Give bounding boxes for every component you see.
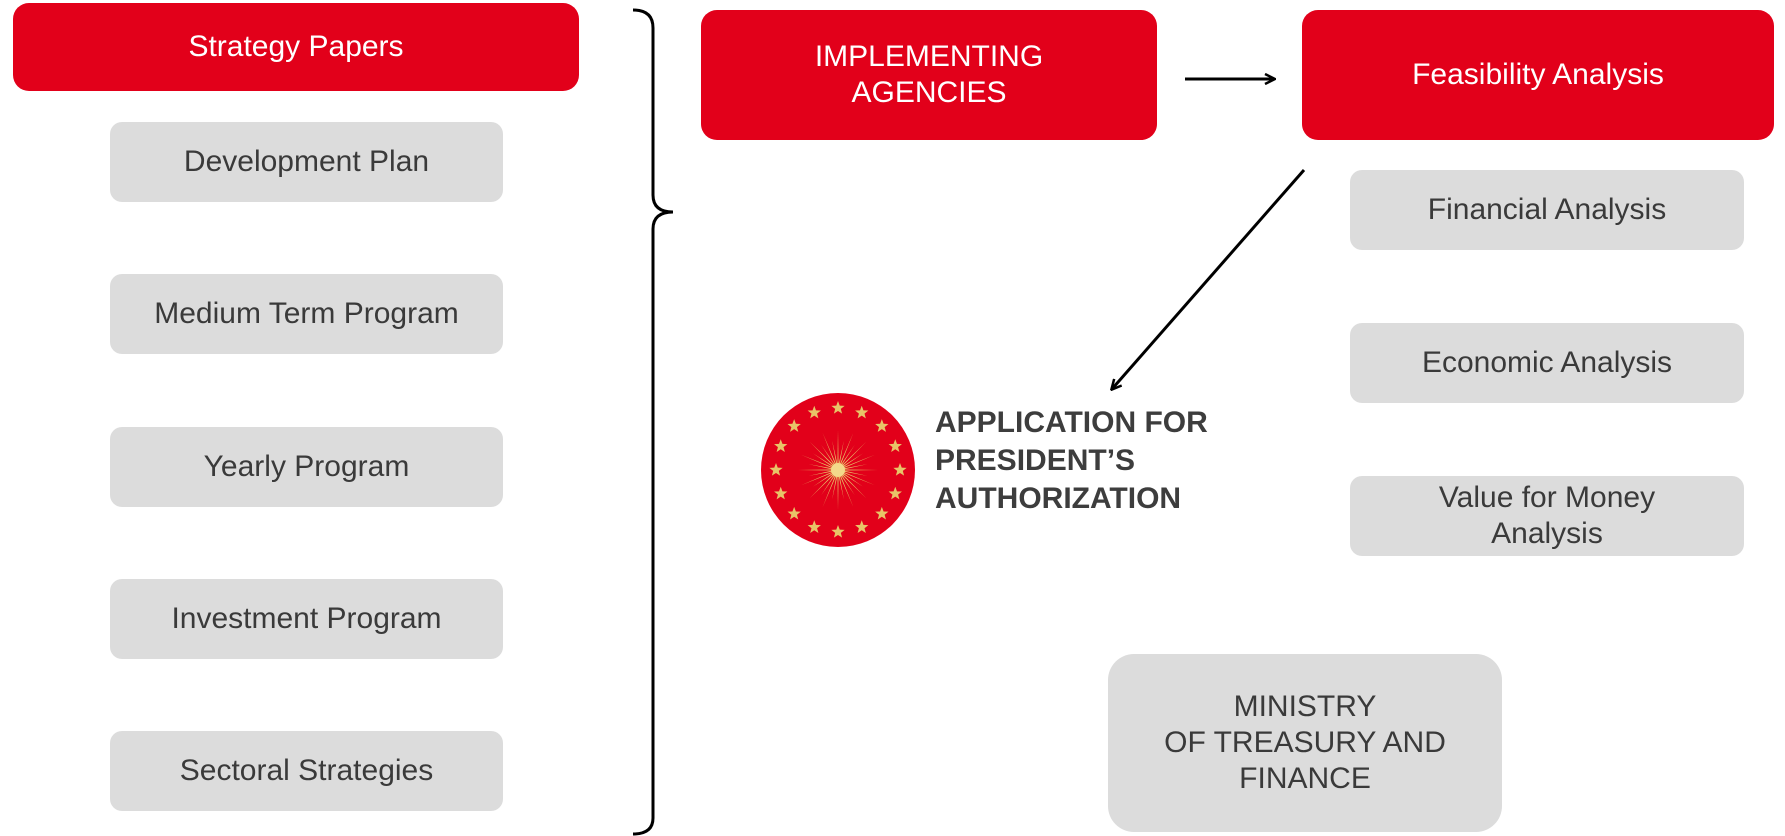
sunburst-ray <box>801 454 833 469</box>
sunburst-ray <box>813 472 834 487</box>
seal-star <box>888 439 902 452</box>
seal-star <box>888 486 902 500</box>
seal-star <box>787 506 801 520</box>
sunburst-ray <box>838 440 844 465</box>
seal-star <box>769 463 783 476</box>
sunburst-ray <box>798 469 833 471</box>
seal-star <box>855 405 869 419</box>
seal-star <box>807 520 821 533</box>
sunburst-ray <box>842 472 863 487</box>
sectoral-strategies-box: Sectoral Strategies <box>110 731 503 811</box>
seal-star <box>855 520 869 533</box>
sunburst-ray <box>841 473 867 499</box>
sunburst-ray <box>801 471 833 486</box>
seal-star <box>893 463 907 476</box>
sunburst-ray <box>840 445 855 466</box>
sunburst-ray <box>821 474 836 495</box>
investment-program-label: Investment Program <box>171 602 442 635</box>
sunburst-ray <box>821 445 836 466</box>
sunburst-ray <box>808 470 833 476</box>
sunburst-ray <box>808 464 833 470</box>
implementing-agencies-label: IMPLEMENTING AGENCIES <box>814 40 1044 109</box>
seal-star <box>831 401 845 414</box>
presidential-seal-icon <box>761 393 915 547</box>
sunburst-ray <box>838 475 844 500</box>
application-for-authorization-label: APPLICATION FOR PRESIDENT’S AUTHORIZATIO… <box>935 406 1208 516</box>
economic-analysis-label: Economic Analysis <box>1421 346 1673 379</box>
development-plan-box: Development Plan <box>110 122 503 202</box>
seal-star <box>774 439 788 452</box>
sunburst-ray <box>832 475 838 500</box>
arrow-down-left-icon <box>1112 169 1306 389</box>
ministry-treasury-finance-label: MINISTRY OF TREASURY AND FINANCE <box>1164 690 1446 795</box>
seal-star <box>875 419 889 432</box>
seal-star <box>831 525 845 538</box>
sunburst-ray <box>837 475 839 510</box>
strategy-papers-box: Strategy Papers <box>13 3 579 91</box>
financial-analysis-label: Financial Analysis <box>1427 193 1667 226</box>
sunburst-ray <box>843 470 868 476</box>
sunburst-ray <box>809 473 835 499</box>
development-plan-label: Development Plan <box>183 145 430 178</box>
sunburst-ray <box>813 453 834 468</box>
sunburst-ray <box>843 454 875 469</box>
sunburst-ray <box>837 430 839 465</box>
medium-term-program-box: Medium Term Program <box>110 274 503 354</box>
economic-analysis-box: Economic Analysis <box>1350 323 1744 403</box>
sunburst-ray <box>843 469 878 471</box>
curly-brace-icon <box>632 8 674 836</box>
sunburst-ray <box>841 441 867 467</box>
investment-program-box: Investment Program <box>110 579 503 659</box>
sunburst-ray <box>842 453 863 468</box>
sunburst-ray <box>839 475 854 507</box>
sunburst-ray <box>809 441 835 467</box>
sunburst-ray <box>840 474 855 495</box>
seal-star <box>774 486 788 500</box>
value-for-money-label: Value for Money Analysis <box>1438 481 1656 550</box>
sectoral-strategies-label: Sectoral Strategies <box>179 754 434 787</box>
sunburst-ray <box>843 464 868 470</box>
strategy-papers-label: Strategy Papers <box>188 30 404 63</box>
financial-analysis-box: Financial Analysis <box>1350 170 1744 250</box>
sunburst-ray <box>822 475 837 507</box>
implementing-agencies-box: IMPLEMENTING AGENCIES <box>701 10 1157 140</box>
feasibility-analysis-box: Feasibility Analysis <box>1302 10 1774 140</box>
feasibility-analysis-label: Feasibility Analysis <box>1412 58 1664 91</box>
seal-star <box>807 405 821 419</box>
yearly-program-box: Yearly Program <box>110 427 503 507</box>
medium-term-program-label: Medium Term Program <box>154 297 459 330</box>
sunburst-ray <box>822 433 837 465</box>
sunburst-ray <box>843 471 875 486</box>
seal-star <box>787 419 801 432</box>
yearly-program-label: Yearly Program <box>203 450 410 483</box>
value-for-money-box: Value for Money Analysis <box>1350 476 1744 556</box>
sunburst-ray <box>839 433 854 465</box>
seal-star <box>875 506 889 520</box>
sunburst-ray <box>832 440 838 465</box>
ministry-treasury-finance-box: MINISTRY OF TREASURY AND FINANCE <box>1108 654 1502 832</box>
